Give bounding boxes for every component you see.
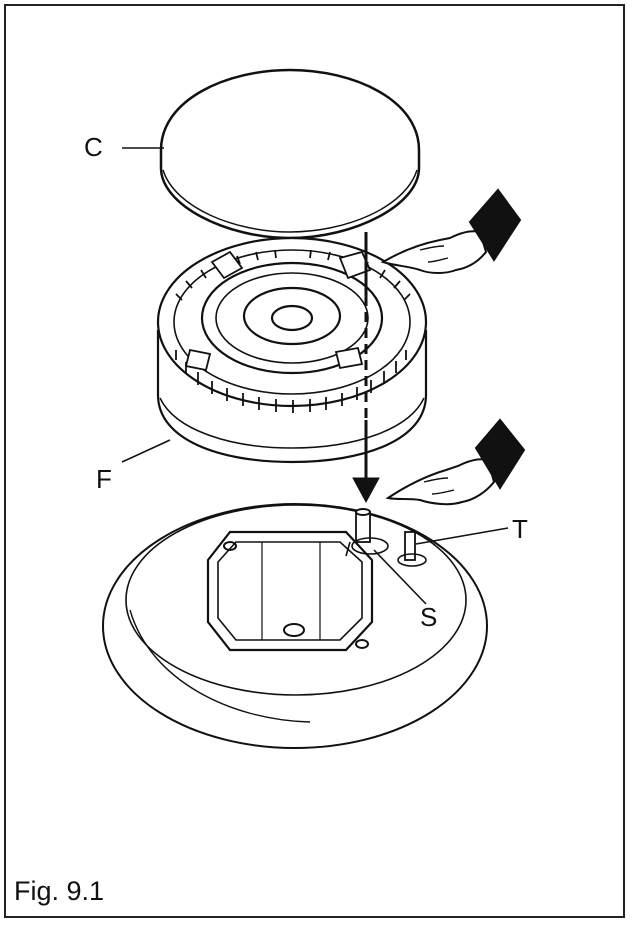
burner-cap <box>159 68 421 240</box>
pointing-hand-lower-icon <box>385 418 526 506</box>
label-t: T <box>512 514 528 544</box>
pointing-hand-upper-icon <box>380 188 522 274</box>
flame-spreader <box>156 236 428 464</box>
label-s: S <box>420 602 438 632</box>
label-c: C <box>84 132 103 162</box>
label-f: F <box>96 464 112 494</box>
figure-caption: Fig. 9.1 <box>14 876 105 906</box>
burner-base <box>102 503 488 749</box>
alignment-arrow <box>352 232 380 504</box>
leader-lines <box>121 147 509 605</box>
